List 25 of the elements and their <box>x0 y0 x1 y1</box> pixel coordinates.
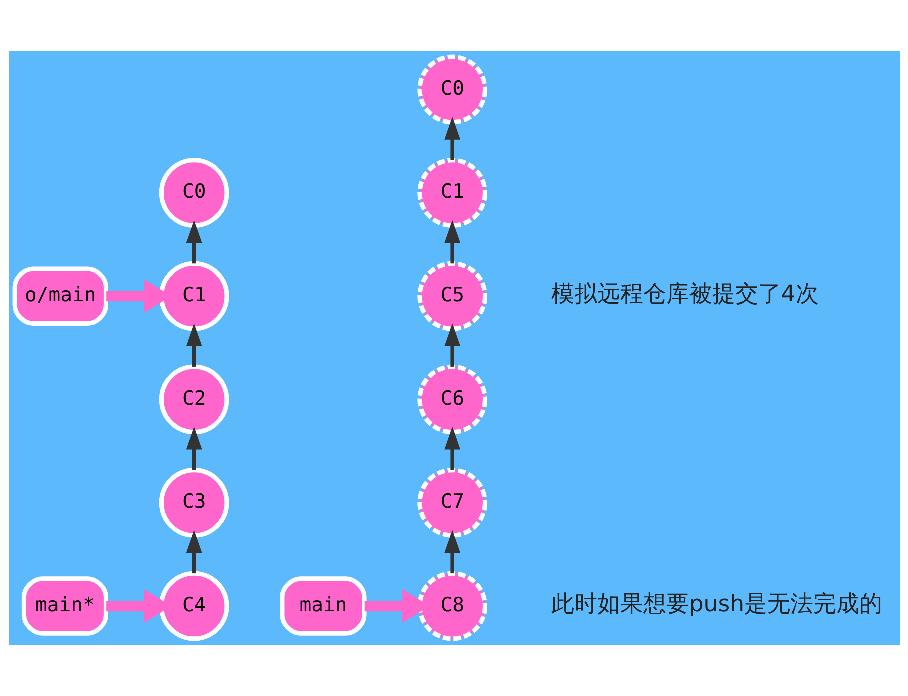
node-circle: C1 <box>417 158 488 228</box>
node-circle: C5 <box>417 261 488 332</box>
arrow <box>444 530 460 574</box>
node-circle: C7 <box>417 468 488 538</box>
arrow <box>186 530 202 574</box>
arrow <box>444 117 460 160</box>
node-box: main* <box>21 576 108 636</box>
node-circle: C4 <box>158 571 229 642</box>
arrow <box>444 324 460 367</box>
node-circle: C6 <box>417 364 488 435</box>
arrow <box>186 426 202 470</box>
arrow <box>444 220 460 264</box>
node-box: o/main <box>12 266 108 326</box>
node-circle: C0 <box>417 54 488 125</box>
arrow <box>186 324 202 367</box>
node-circle: C2 <box>158 364 229 435</box>
arrow <box>186 220 202 264</box>
arrow <box>444 426 460 470</box>
node-circle: C3 <box>158 468 229 538</box>
node-circle: C1 <box>158 261 229 332</box>
node-circle: C0 <box>158 158 229 228</box>
label: 此时如果想要push是无法完成的 <box>550 592 882 618</box>
label: 模拟远程仓库被提交了4次 <box>550 282 818 308</box>
node-box: main <box>280 576 366 636</box>
node-circle: C8 <box>417 571 488 642</box>
